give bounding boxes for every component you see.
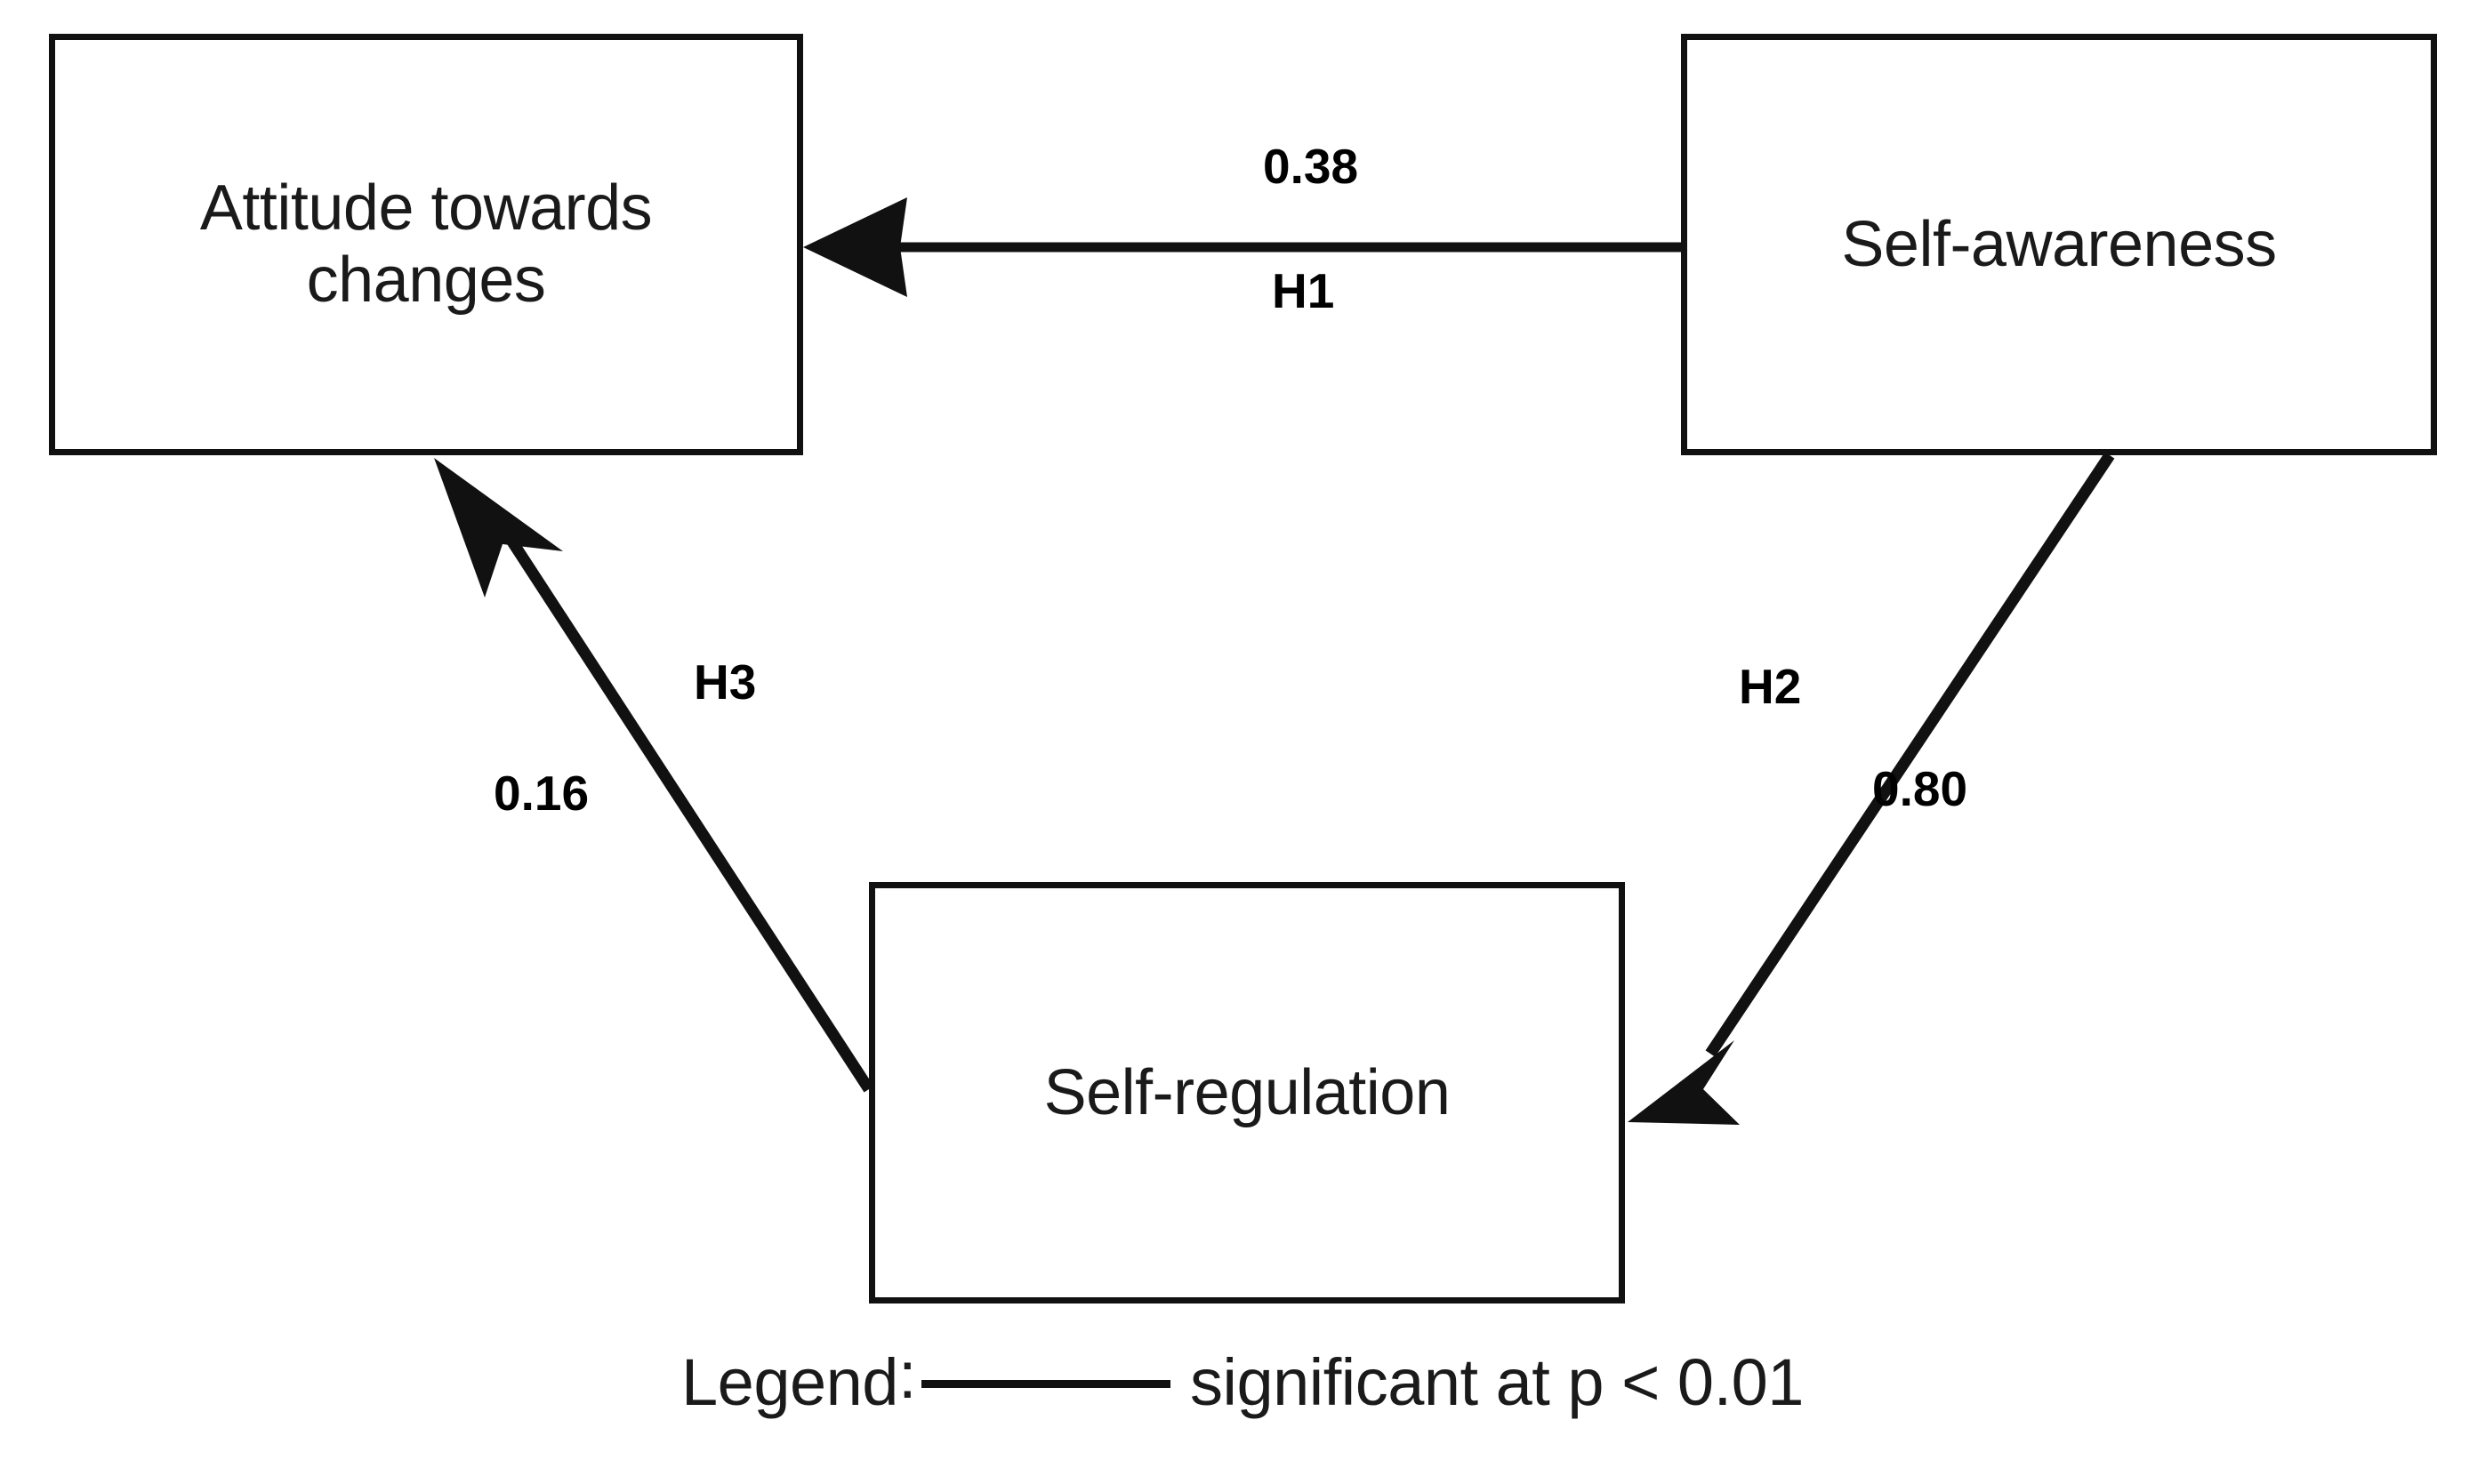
node-self-regulation[interactable]: Self-regulation <box>869 882 1625 1304</box>
node-attitude-towards-changes-label: Attitude towards changes <box>199 172 653 316</box>
legend-colon: : <box>897 1337 917 1412</box>
edge-h2-arrowhead <box>1628 1040 1740 1125</box>
edge-h2-line <box>1705 452 2115 1057</box>
edge-h3-arrowhead <box>434 458 563 598</box>
legend-title: Legend <box>681 1345 898 1419</box>
edge-h2-hypothesis-label: H2 <box>1739 659 1802 714</box>
node-self-awareness-label: Self-awareness <box>1841 208 2277 280</box>
edge-h3-hypothesis-label: H3 <box>694 654 757 710</box>
legend-line-swatch <box>921 1380 1171 1388</box>
edge-h2-coefficient-label: 0.80 <box>1872 761 1968 816</box>
edge-h2 <box>1628 452 2115 1125</box>
edge-h3-line <box>502 530 874 1093</box>
edge-h3 <box>434 458 874 1093</box>
edge-h1-arrowhead <box>803 197 907 297</box>
legend-description: significant at p < 0.01 <box>1190 1345 1804 1419</box>
node-attitude-towards-changes[interactable]: Attitude towards changes <box>49 34 803 455</box>
edge-h1-coefficient-label: 0.38 <box>1263 139 1359 194</box>
node-self-regulation-label: Self-regulation <box>1043 1056 1451 1128</box>
edge-h3-coefficient-label: 0.16 <box>494 766 590 821</box>
edge-h1 <box>803 197 1681 297</box>
node-self-awareness[interactable]: Self-awareness <box>1681 34 2437 455</box>
edge-h1-hypothesis-label: H1 <box>1272 263 1335 318</box>
legend: Legend : significant at p < 0.01 <box>0 1337 2485 1420</box>
